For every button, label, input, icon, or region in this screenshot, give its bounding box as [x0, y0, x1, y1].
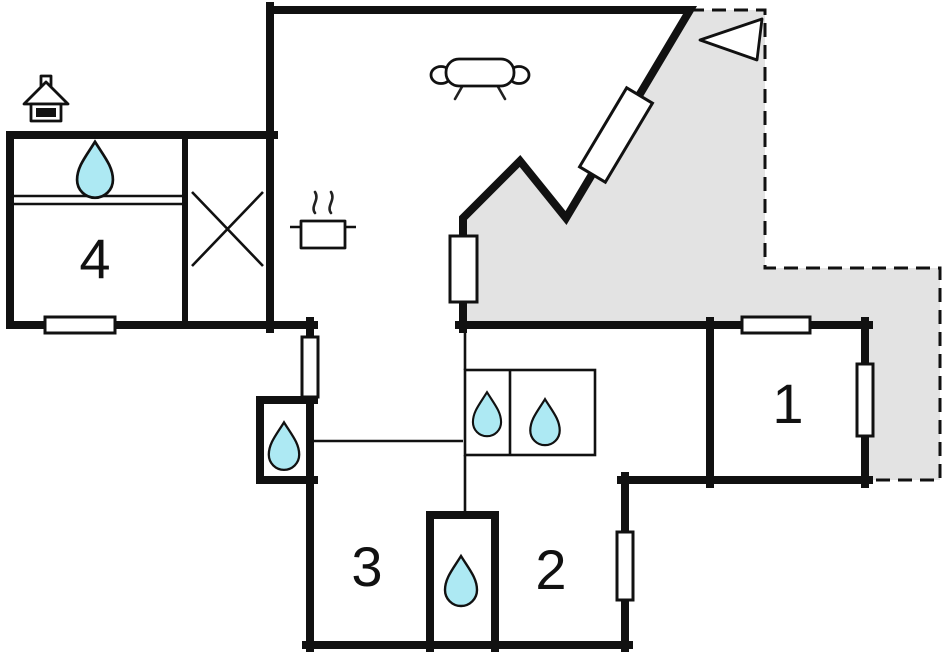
cooking-pot-icon: [290, 190, 356, 250]
entrance-door: [577, 85, 655, 185]
room-3-label: 3: [351, 535, 382, 598]
window-livingroom: [448, 234, 479, 304]
wall-bottom-bathroom: [426, 511, 499, 652]
room-1-label: 1: [772, 372, 803, 435]
window-room1-right: [855, 362, 875, 438]
water-drop-icon: [529, 397, 561, 447]
hob-cross-icon: [191, 191, 264, 267]
room-4-label: 4: [79, 227, 110, 290]
sofa-icon: [429, 57, 531, 101]
house-icon: [22, 74, 70, 123]
window-room1-top: [740, 315, 812, 335]
wall-left-wing: [6, 131, 318, 329]
steam-icon: [312, 190, 334, 215]
wall-small-bathroom: [256, 396, 318, 484]
entrance-arrow-icon: [698, 17, 764, 62]
window-corridor: [300, 335, 320, 399]
water-drop-icon: [267, 420, 301, 471]
water-drop-icon: [443, 553, 479, 608]
window-room4: [43, 315, 117, 335]
terrace-dashed-outline: [690, 8, 942, 482]
terrace-area: [463, 10, 940, 480]
water-drop-icon: [75, 139, 115, 200]
water-drop-icon: [471, 390, 503, 438]
window-room2: [615, 530, 635, 602]
room-2-label: 2: [535, 538, 566, 601]
